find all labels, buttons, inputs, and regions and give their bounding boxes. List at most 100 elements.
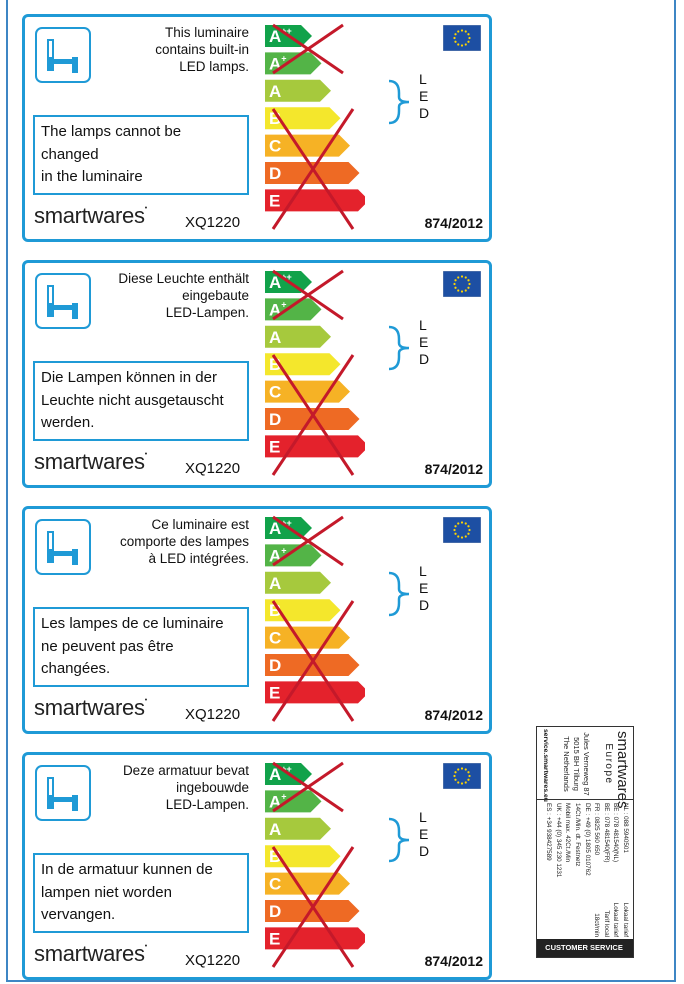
svg-text:D: D <box>269 410 281 429</box>
service-region: Europe <box>603 743 614 785</box>
service-footer-text: CUSTOMER SERVICE <box>545 943 623 952</box>
service-phone-number: DE : +49 (0) 1805 010762 <box>583 803 591 876</box>
eu-star <box>453 528 456 532</box>
energy-label-fr: Ce luminaire est comporte des lampes à L… <box>22 506 492 734</box>
eu-star <box>457 276 460 279</box>
brand-mark: • <box>144 697 147 704</box>
regulation-number: 874/2012 <box>424 461 483 477</box>
svg-text:E: E <box>269 683 280 702</box>
cross-mark <box>272 761 344 813</box>
led-letter: L <box>419 71 427 87</box>
energy-class-a: A <box>265 79 331 102</box>
cross-mark <box>272 23 344 75</box>
brand-mark: • <box>144 205 147 212</box>
cross-mark <box>271 108 355 230</box>
brand-logo: smartwares• <box>34 695 147 721</box>
eu-flag-icon <box>443 763 481 789</box>
eu-star <box>460 536 464 539</box>
eu-flag-icon <box>443 271 481 297</box>
energy-class-d: D <box>265 654 360 676</box>
label-message-box: In de armatuur kunnen de lampen niet wor… <box>33 853 249 933</box>
svg-text:C: C <box>269 875 281 894</box>
led-letter: L <box>419 809 427 825</box>
label-message-box: Les lampes de ce luminaire ne peuvent pa… <box>33 607 249 687</box>
service-phone-number: NL : 088 5940501 <box>622 803 629 853</box>
service-url: service.smartwares.eu <box>542 729 549 802</box>
brand-text: smartwares <box>34 449 145 474</box>
energy-class-a: A <box>265 571 331 594</box>
svg-text:C: C <box>269 383 281 402</box>
service-divider <box>537 799 633 800</box>
eu-star <box>467 525 470 528</box>
svg-text:A: A <box>269 82 281 101</box>
service-phone-row: UK : +44 (0) 345 230 1231 <box>553 803 563 937</box>
service-phone-number: 14Ct./Min. dt. Festnetz <box>574 803 582 867</box>
brand-logo: smartwares• <box>34 203 147 229</box>
service-phone-number: UK : +44 (0) 345 230 1231 <box>554 803 562 878</box>
service-phone-number: BE : 078 481540(NL) <box>612 803 620 863</box>
energy-label-nl: Deze armatuur bevat ingebouwde LED-Lampe… <box>22 752 492 980</box>
service-phone-number: BE : 078 481540(FR) <box>602 803 610 863</box>
label-intro-text: This luminaire contains built-in LED lam… <box>155 25 249 74</box>
lamp-icon <box>35 27 91 83</box>
service-phone-row: BE : 078 481540(NL) Lokaal tarief <box>611 803 621 937</box>
service-phone-rate: Tarif local <box>602 910 610 937</box>
energy-class-d: D <box>265 162 360 184</box>
eu-star <box>460 275 464 278</box>
energy-class-b: B <box>265 107 341 130</box>
eu-star <box>464 276 467 279</box>
energy-class-c: C <box>265 134 350 157</box>
eu-star <box>464 522 467 525</box>
energy-label-de: Diese Leuchte enthält eingebaute LED-Lam… <box>22 260 492 488</box>
eu-star <box>454 532 457 535</box>
eu-star <box>453 282 456 286</box>
lamp-icon <box>35 273 91 329</box>
eu-star <box>467 40 470 43</box>
eu-star <box>454 279 457 282</box>
model-number: XQ1220 <box>185 460 241 477</box>
eu-star <box>454 286 457 289</box>
eu-star <box>454 525 457 528</box>
eu-star <box>457 43 460 46</box>
svg-text:B: B <box>269 355 281 374</box>
service-phone-rate: Lokaal tarief <box>612 902 620 937</box>
brand-mark: • <box>144 943 147 950</box>
energy-class-e: E <box>265 681 365 704</box>
eu-flag-icon <box>443 25 481 51</box>
energy-class-e: E <box>265 189 365 212</box>
energy-class-c: C <box>265 626 350 649</box>
eu-star <box>460 290 464 293</box>
energy-class-d: D <box>265 900 360 922</box>
cross-mark <box>272 269 344 321</box>
service-address: Jules Verneweg 87 5015 BH Tilburg The Ne… <box>562 732 591 796</box>
regulation-number: 874/2012 <box>424 215 483 231</box>
energy-class-a: A <box>265 817 331 840</box>
eu-star <box>454 40 457 43</box>
model-number: XQ1220 <box>185 706 241 723</box>
eu-star <box>460 44 464 47</box>
brand-logo: smartwares• <box>34 941 147 967</box>
eu-star <box>464 30 467 33</box>
service-phone-row: 14Ct./Min. dt. Festnetz <box>572 803 582 937</box>
label-message-box: Die Lampen können in der Leuchte nicht a… <box>33 361 249 441</box>
regulation-number: 874/2012 <box>424 707 483 723</box>
label-message-box: The lamps cannot be changed in the lumin… <box>33 115 249 195</box>
eu-star <box>460 767 464 770</box>
cross-mark <box>272 515 344 567</box>
led-letter: E <box>419 88 429 104</box>
eu-star <box>453 774 456 778</box>
svg-text:D: D <box>269 656 281 675</box>
led-letter: E <box>419 580 429 596</box>
brand-text: smartwares <box>34 941 145 966</box>
energy-class-e: E <box>265 435 365 458</box>
eu-star <box>467 279 470 282</box>
lamp-icon <box>35 765 91 821</box>
eu-flag-icon <box>443 517 481 543</box>
led-letter: L <box>419 317 427 333</box>
led-bracket-icon <box>388 325 410 371</box>
